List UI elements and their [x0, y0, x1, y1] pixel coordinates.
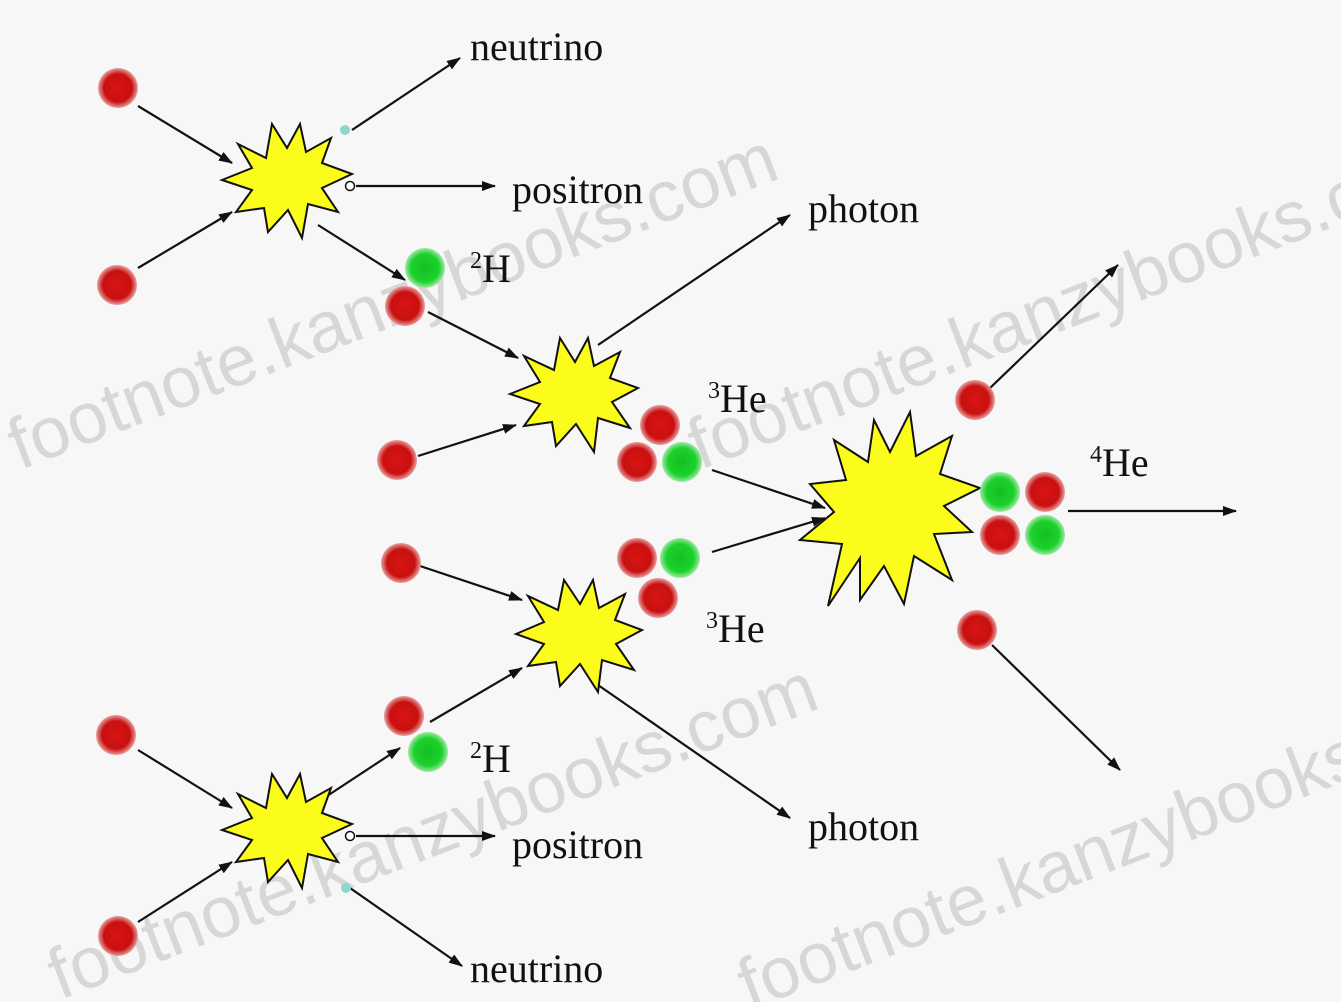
proton [980, 515, 1020, 555]
arrow-proton-out-bottom [991, 644, 1121, 771]
reaction-bursts [219, 121, 983, 892]
proton [617, 442, 657, 482]
helium4-nucleus [980, 472, 1065, 555]
neutrino-particle-top [340, 125, 350, 135]
positron-particle-top [344, 180, 356, 192]
arrow-to-photon-bottom [597, 684, 791, 819]
watermark-3: footnote.kanzybooks.com [37, 648, 828, 1002]
arrow-proton-to-burst-1b [137, 211, 233, 269]
arrow-to-neutrino-bottom [349, 887, 463, 967]
helium4-label: 4He [1090, 440, 1149, 485]
helium3-label-bottom: 3He [706, 606, 765, 651]
proton [1025, 472, 1065, 512]
arrow-to-neutrino-top [351, 57, 461, 131]
burst-1 [219, 121, 355, 242]
helium3-label-top: 3He [708, 376, 767, 421]
neutrino-label-bottom: neutrino [470, 946, 603, 991]
photon-label-bottom: photon [808, 804, 919, 849]
neutron [405, 248, 445, 288]
arrow-proton-to-burst-4b [137, 861, 233, 923]
proton [384, 696, 424, 736]
neutron [660, 538, 700, 578]
positron-label-top: positron [512, 167, 643, 212]
arrow-proton-to-burst-2 [417, 423, 517, 458]
proton [638, 578, 678, 618]
arrow-to-deuterium-top [317, 224, 406, 281]
arrow-proton-out-top [989, 264, 1119, 389]
neutrino-label-top: neutrino [470, 24, 603, 69]
proton-released-bottom [957, 610, 997, 650]
neutrino-particle-bottom [341, 883, 351, 893]
photon-label-top: photon [808, 186, 919, 231]
burst-2 [507, 335, 641, 455]
neutron [1025, 515, 1065, 555]
deuterium-nucleus-bottom [384, 696, 448, 772]
helium3-nucleus-top [617, 405, 702, 482]
proton [617, 538, 657, 578]
deuterium-nucleus-top [385, 248, 445, 326]
neutron [662, 442, 702, 482]
positron-particle-bottom [344, 830, 356, 842]
deuterium-label-bottom: 2H [470, 736, 511, 781]
burst-4 [219, 771, 355, 892]
arrow-to-deuterium-bottom [317, 747, 401, 803]
deuterium-label-top: 2H [470, 246, 511, 291]
proton-6 [98, 916, 138, 956]
arrow-proton-to-burst-3 [419, 564, 523, 602]
proton [385, 286, 425, 326]
positron-label-bottom: positron [512, 822, 643, 867]
burst-big [797, 408, 983, 607]
proton-3 [377, 440, 417, 480]
arrow-he3-top-to-burst-big [711, 468, 826, 510]
proton-1 [98, 68, 138, 108]
proton-5 [96, 715, 136, 755]
particles [96, 68, 1065, 956]
labels: neutrino positron 2H photon 3He 4He 3He … [470, 24, 1149, 991]
burst-3 [513, 577, 645, 695]
proton-released-top [955, 380, 995, 420]
neutron [408, 732, 448, 772]
neutron [980, 472, 1020, 512]
arrow-deuterium-to-burst-2 [427, 311, 519, 359]
proton-2 [97, 265, 137, 305]
arrow-proton-to-burst-4 [137, 749, 233, 809]
arrow-proton-to-burst-1 [137, 105, 233, 164]
helium3-nucleus-bottom [617, 538, 700, 618]
proton [640, 405, 680, 445]
arrow-to-photon-top [597, 214, 791, 346]
proton-4 [381, 543, 421, 583]
arrow-deuterium-to-burst-3 [429, 667, 523, 723]
arrow-he3-bottom-to-burst-big [711, 516, 826, 554]
reaction-arrows [137, 57, 1237, 967]
